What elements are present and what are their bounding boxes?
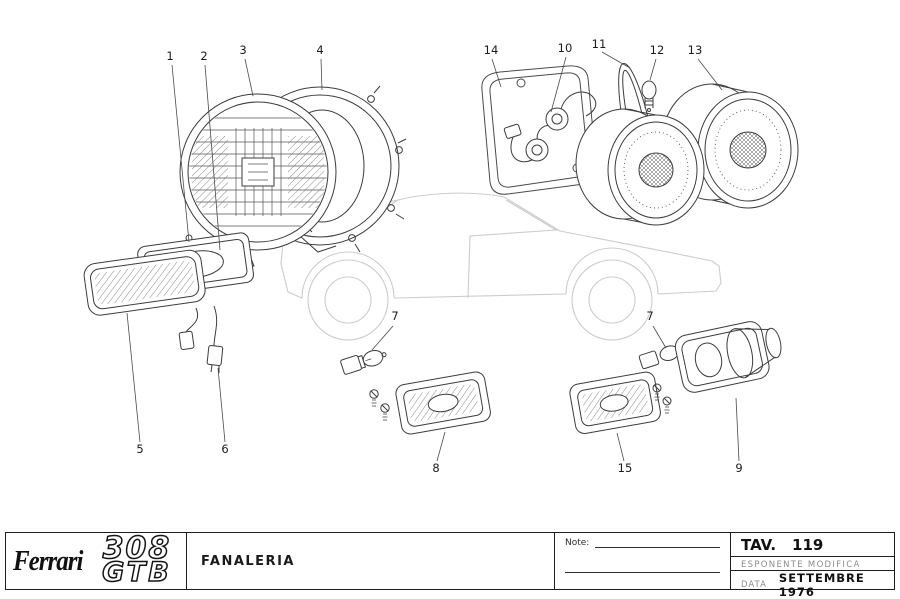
callout-4: 4 [316,43,324,91]
note-row: Note: [565,538,720,548]
callout-6: 6 [217,367,229,456]
svg-text:12: 12 [650,43,665,57]
note-ruled-line-2 [565,572,720,573]
tav-number: 119 [792,536,824,554]
svg-text:6: 6 [221,442,228,456]
callout-9: 9 [735,397,743,475]
title-block: Ferrari 308 GTB FANALERIA Note: TAV. 119 … [5,532,895,599]
svg-text:14: 14 [484,43,499,57]
model-gtb-text: GTB [101,557,172,588]
brand-cell: Ferrari 308 GTB [6,533,187,589]
callout-14: 14 [484,43,502,88]
date-row: DATA SETTEMBRE 1976 [731,571,894,599]
diagram-canvas: 1 2 3 4 14 10 [83,37,799,475]
drawing-title: FANALERIA [201,553,295,569]
date-label: DATA [741,580,767,590]
callout-8: 8 [432,431,446,475]
svg-text:2: 2 [200,49,207,63]
tail-lamp-harness [503,91,597,163]
callout-13: 13 [688,43,723,91]
drawing-title-cell: FANALERIA [187,533,554,589]
callout-layer: 1 2 3 4 14 10 [126,37,743,475]
callout-7-left: 7 [371,309,399,351]
callout-10: 10 [550,41,573,113]
tav-label: TAV. [741,536,777,554]
svg-text:10: 10 [558,41,573,55]
callout-3: 3 [239,43,254,97]
side-marker-screws-right [652,383,672,414]
svg-text:7: 7 [646,309,653,323]
svg-text:9: 9 [735,461,742,475]
callout-7-right: 7 [646,309,667,349]
callout-1: 1 [166,49,190,243]
note-ruled-line-1 [595,538,720,548]
svg-text:13: 13 [688,43,703,57]
svg-text:15: 15 [618,461,633,475]
svg-text:1: 1 [166,49,173,63]
side-marker-bulb-right [638,345,683,370]
tail-lamp-bulb [641,80,657,112]
front-marker-wiring [178,305,224,373]
tail-lamp-left [575,108,705,226]
svg-text:4: 4 [316,43,323,57]
side-marker-bulb-left [340,349,387,375]
svg-text:8: 8 [432,461,439,475]
svg-text:3: 3 [239,43,246,57]
tav-cell: TAV. 119 ESPONENTE MODIFICA DATA SETTEMBR… [730,533,894,599]
callout-5: 5 [126,312,144,456]
callout-12: 12 [649,43,665,81]
side-marker-housing [674,321,782,393]
revision-row: ESPONENTE MODIFICA [731,557,894,571]
callout-2: 2 [200,49,221,251]
note-cell: Note: [554,533,730,589]
svg-text:5: 5 [136,442,143,456]
side-marker-screws-left [369,389,390,421]
ferrari-logo: Ferrari [13,545,83,577]
callout-11: 11 [592,37,631,69]
model-308-text: 308 [102,531,172,566]
note-label: Note: [565,538,590,548]
date-value: SETTEMBRE 1976 [778,571,865,599]
side-marker-lamp-right [569,371,661,434]
side-marker-lamp-left [395,371,491,435]
svg-text:7: 7 [391,309,398,323]
svg-text:11: 11 [592,37,607,51]
front-marker-lamp [83,249,206,316]
tav-row: TAV. 119 [731,533,894,557]
callout-15: 15 [616,432,633,475]
model-badge: 308 GTB [96,531,178,588]
headlight-lens [179,93,337,251]
